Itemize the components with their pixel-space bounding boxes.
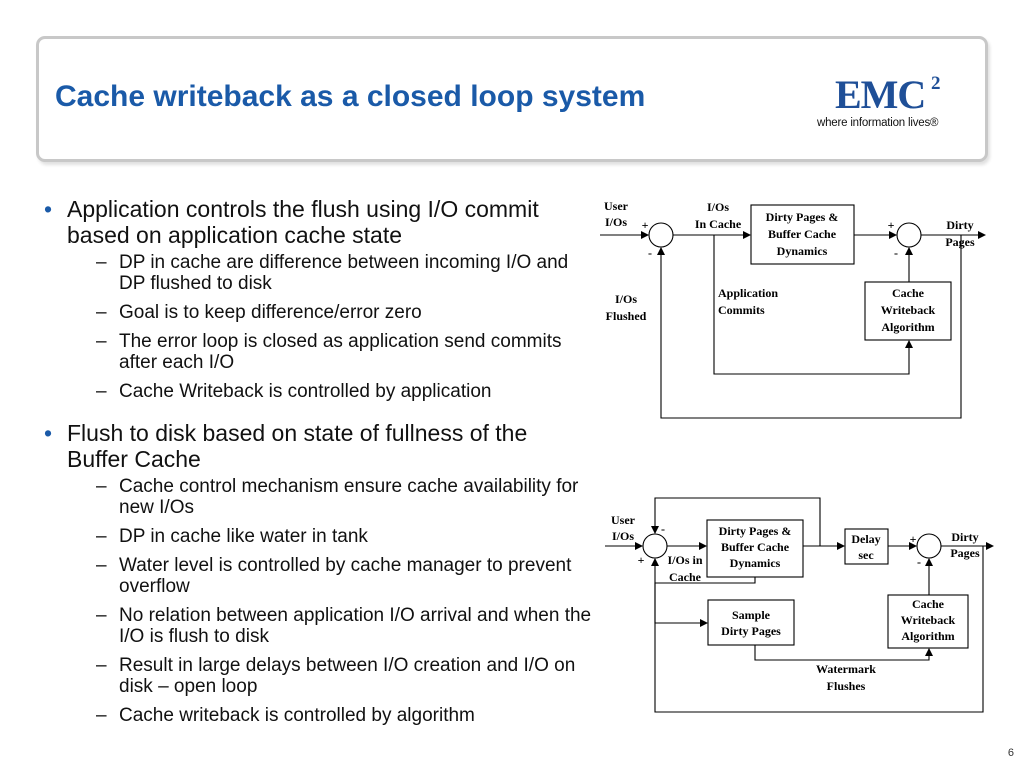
summing-junction: [648, 222, 674, 248]
sub-bullet-list: Cache control mechanism ensure cache ava…: [67, 476, 594, 726]
ios-in-cache-label: In Cache: [695, 217, 742, 231]
dirty-pages-box-label: Dirty Pages &: [719, 524, 792, 538]
logo-wordmark: EMC: [835, 72, 926, 117]
emc-logo: EMC 2 where information lives®: [815, 72, 955, 131]
sub-bullet: Goal is to keep difference/error zero: [67, 302, 594, 323]
plus-sign: +: [910, 532, 917, 546]
watermark-flushes-label: Watermark: [816, 662, 876, 676]
ios-in-cache-label: Cache: [669, 570, 702, 584]
plus-sign: +: [642, 218, 649, 232]
sub-bullet: The error loop is closed as application …: [67, 331, 594, 373]
delay-box: [844, 528, 889, 565]
logo-tagline: where information lives®: [817, 117, 939, 129]
user-ios-label: User: [604, 199, 629, 213]
dirty-pages-label: Pages: [945, 235, 975, 249]
bullet-flush-to-disk: Flush to disk based on state of fullness…: [44, 420, 594, 726]
cache-writeback-box-label: Algorithm: [881, 320, 934, 334]
sub-bullet-list: DP in cache are difference between incom…: [67, 252, 594, 402]
ios-flushed-label: Flushed: [606, 309, 647, 323]
bullet-application-controls: Application controls the flush using I/O…: [44, 196, 594, 402]
plus-sign: +: [638, 553, 645, 567]
user-ios-label: I/Os: [612, 529, 634, 543]
closed-loop-diagram: User I/Os + - I/Os In Cache Dirty Pages …: [600, 199, 986, 419]
sub-bullet: DP in cache like water in tank: [67, 526, 594, 547]
dirty-pages-box-label: Dynamics: [730, 556, 781, 570]
open-loop-diagram: User I/Os - + I/Os in Cache Dirty Pages …: [605, 497, 994, 713]
dirty-pages-box-label: Dirty Pages &: [766, 210, 839, 224]
bullet-text: Flush to disk based on state of fullness…: [67, 420, 528, 472]
sub-bullet: Cache writeback is controlled by algorit…: [67, 705, 594, 726]
application-commits-line: [713, 235, 913, 375]
sub-bullet: Water level is controlled by cache manag…: [67, 555, 594, 597]
sub-bullet: Cache control mechanism ensure cache ava…: [67, 476, 594, 518]
cache-writeback-box-label: Cache: [912, 597, 945, 611]
cache-writeback-box-label: Cache: [892, 286, 925, 300]
minus-sign: -: [917, 555, 921, 569]
application-commits-label: Application: [718, 286, 778, 300]
dirty-pages-box-label: Buffer Cache: [768, 227, 837, 241]
sample-dirty-pages-box-label: Dirty Pages: [721, 624, 781, 638]
plus-sign: +: [888, 218, 895, 232]
dirty-pages-label: Dirty: [951, 530, 978, 544]
slide-title: Cache writeback as a closed loop system: [55, 80, 646, 113]
sub-bullet: Cache Writeback is controlled by applica…: [67, 381, 594, 402]
summing-junction: [896, 222, 922, 248]
bypass-feedback-line: [651, 497, 821, 546]
watermark-flushes-line: [754, 645, 933, 661]
summing-junction: [642, 533, 668, 559]
delay-box-label: sec: [858, 548, 874, 562]
minus-sign: -: [661, 522, 665, 536]
dirty-pages-label: Dirty: [946, 218, 973, 232]
sample-dirty-pages-box-label: Sample: [732, 608, 771, 622]
ios-flushed-label: I/Os: [615, 292, 637, 306]
dirty-pages-box-label: Dynamics: [777, 244, 828, 258]
dirty-pages-box-label: Buffer Cache: [721, 540, 790, 554]
user-ios-label: I/Os: [605, 215, 627, 229]
sub-bullet: DP in cache are difference between incom…: [67, 252, 594, 294]
ios-in-cache-label: I/Os: [707, 200, 729, 214]
minus-sign: -: [894, 246, 898, 260]
ios-in-cache-label: I/Os in: [667, 553, 702, 567]
cache-writeback-box-label: Writeback: [881, 303, 936, 317]
sub-bullet: No relation between application I/O arri…: [67, 605, 594, 647]
bullet-list: Application controls the flush using I/O…: [44, 196, 594, 734]
sample-dirty-pages-box: [707, 599, 795, 646]
feedback-line: [657, 235, 962, 419]
minus-sign: -: [648, 246, 652, 260]
watermark-flushes-label: Flushes: [827, 679, 866, 693]
page-number: 6: [1007, 747, 1014, 759]
cache-writeback-box-label: Writeback: [901, 613, 956, 627]
cache-writeback-box-label: Algorithm: [901, 629, 954, 643]
logo-superscript: 2: [931, 73, 941, 94]
outer-feedback-line: [651, 546, 984, 713]
title-banner: Cache writeback as a closed loop system …: [36, 36, 988, 162]
sub-bullet: Result in large delays between I/O creat…: [67, 655, 594, 697]
user-ios-label: User: [611, 513, 636, 527]
cache-writeback-box: [887, 594, 969, 649]
dirty-pages-box: [750, 204, 855, 265]
dirty-pages-label: Pages: [950, 546, 980, 560]
bullet-text: Application controls the flush using I/O…: [67, 196, 539, 248]
application-commits-label: Commits: [718, 303, 765, 317]
delay-box-label: Delay: [851, 532, 880, 546]
